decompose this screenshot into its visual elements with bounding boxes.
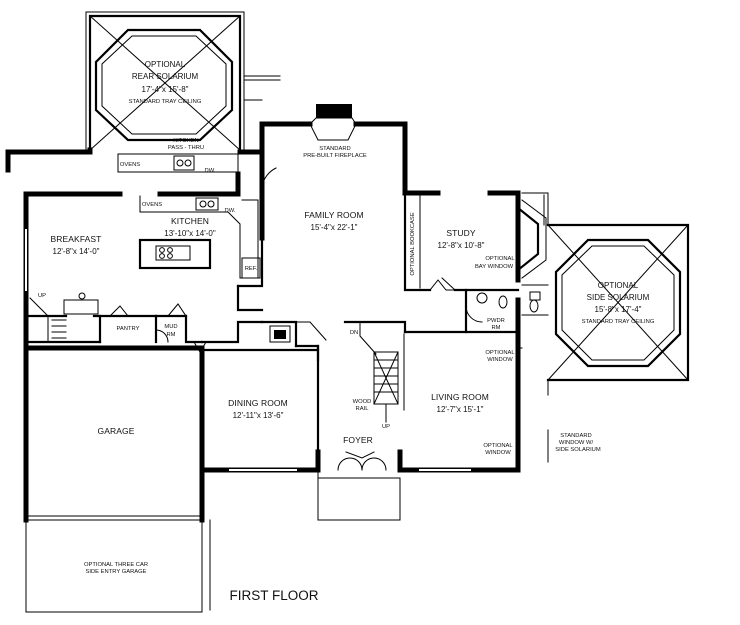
dw-top-label: DW. (205, 168, 216, 174)
std-window-label-2: WINDOW W/ (559, 440, 594, 446)
ovens-top-label: OVENS (120, 162, 140, 168)
bay-window-label-2: BAY WINDOW (475, 264, 514, 270)
rear-solarium-label-2: REAR SOLARIUM (132, 72, 199, 81)
kitchen-fixtures (63, 153, 261, 315)
rear-solarium-label-1: OPTIONAL (145, 60, 186, 69)
std-window-label-3: SIDE SOLARIUM (555, 447, 601, 453)
third-car-label-2: SIDE ENTRY GARAGE (86, 569, 147, 575)
kitchen-pass-thru-label-2: PASS - THRU (168, 145, 204, 151)
rear-solarium: OPTIONAL REAR SOLARIUM 17'-4"x 15'-8" ST… (85, 11, 281, 152)
ovens-label: OVENS (142, 202, 162, 208)
opt-window-2-label-2: WINDOW (485, 450, 511, 456)
third-car-label-1: OPTIONAL THREE CAR (84, 562, 148, 568)
pwdr-label-1: PWDR (487, 318, 505, 324)
pantry-label: PANTRY (117, 326, 140, 332)
side-solarium-dims: 15'-8"x 17'-4" (595, 305, 642, 314)
garage-name: GARAGE (98, 426, 135, 436)
up-main-stair-label: UP (382, 424, 390, 430)
pwdr-label-2: RM (491, 325, 500, 331)
wood-rail-label-2: RAIL (356, 406, 370, 412)
optional-bookcase-label: OPTIONAL BOOKCASE (410, 212, 416, 275)
wood-rail-label-1: WOOD (353, 399, 372, 405)
family-room-dims: 15'-4"x 22'-1" (311, 223, 358, 232)
stairs (29, 297, 405, 423)
foyer-name: FOYER (343, 435, 373, 445)
room-labels: KITCHEN PASS - THRU OVENS DW. STANDARD P… (38, 138, 601, 603)
mud-room-label-1: MUD (164, 324, 177, 330)
powder-room (476, 284, 549, 316)
exterior-walls (5, 104, 547, 613)
floor-title: FIRST FLOOR (229, 588, 318, 603)
ref-label: REF. (245, 266, 258, 272)
kitchen-name: KITCHEN (171, 216, 209, 226)
windows (23, 229, 549, 473)
dining-room-name: DINING ROOM (228, 398, 288, 408)
fireplace-label-1: STANDARD (319, 146, 350, 152)
doors (109, 167, 483, 459)
side-solarium: OPTIONAL SIDE SOLARIUM 15'-8"x 17'-4" ST… (521, 192, 690, 382)
up-stair-label: UP (38, 293, 46, 299)
opt-window-1-label-2: WINDOW (487, 357, 513, 363)
fireplace-label-2: PRE-BUILT FIREPLACE (303, 153, 367, 159)
side-solarium-label-2: SIDE SOLARIUM (587, 293, 650, 302)
study-dims: 12'-8"x 10'-8" (438, 241, 485, 250)
study-name: STUDY (446, 228, 476, 238)
bay-window-label-1: OPTIONAL (485, 256, 515, 262)
side-solarium-note: STANDARD TRAY CEILING (582, 319, 655, 325)
mud-room-label-2: RM (166, 332, 175, 338)
rear-solarium-note: STANDARD TRAY CEILING (129, 99, 202, 105)
rear-solarium-dims: 17'-4"x 15'-8" (142, 85, 189, 94)
std-window-label-1: STANDARD (560, 433, 591, 439)
kitchen-dims: 13'-10"x 14'-0" (164, 229, 216, 238)
living-room-dims: 12'-7"x 15'-1" (437, 405, 484, 414)
opt-window-2-label-1: OPTIONAL (483, 443, 513, 449)
dining-room-dims: 12'-11"x 13'-6" (233, 411, 284, 420)
family-room-name: FAMILY ROOM (304, 210, 363, 220)
breakfast-name: BREAKFAST (51, 234, 102, 244)
opt-window-1-label-1: OPTIONAL (485, 350, 515, 356)
dn-stair-label: DN (350, 330, 358, 336)
side-solarium-label-1: OPTIONAL (598, 281, 639, 290)
dw-label: DW. (225, 208, 236, 214)
breakfast-dims: 12'-8"x 14'-0" (53, 247, 100, 256)
kitchen-pass-thru-label-1: KITCHEN (173, 138, 198, 144)
living-room-name: LIVING ROOM (431, 392, 489, 402)
